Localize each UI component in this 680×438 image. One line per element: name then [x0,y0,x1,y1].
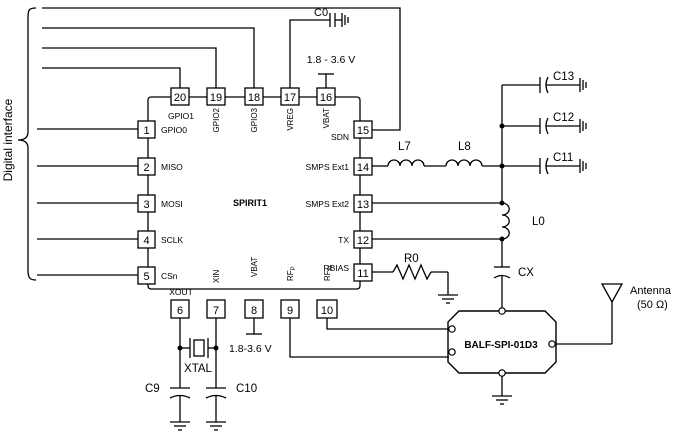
pin-14: 14 SMPS Ext1 [306,157,373,176]
vbat-top-supply [318,73,334,88]
svg-text:5: 5 [143,271,149,283]
svg-text:4: 4 [143,235,149,247]
svg-text:18: 18 [248,92,260,104]
svg-text:VREG: VREG [286,108,295,131]
svg-text:GPIO2: GPIO2 [212,107,221,132]
svg-text:3: 3 [143,199,149,211]
balun-label: BALF-SPI-01D3 [464,340,538,351]
xtal-label: XTAL [184,363,213,375]
svg-text:14: 14 [357,162,369,174]
svg-text:RFP: RFP [286,266,297,281]
crystal-xtal [177,318,219,388]
svg-text:15: 15 [357,125,369,137]
svg-text:RBIAS: RBIAS [323,263,349,273]
pin-1: 1 GPIO0 [137,120,187,139]
svg-text:XIN: XIN [212,269,221,283]
resistor-r0 [372,263,458,304]
r0-label: R0 [404,253,419,265]
digital-bus-wires [37,7,401,276]
svg-text:SDN: SDN [331,132,349,142]
svg-text:16: 16 [320,92,332,104]
pin-17: 17 VREG [280,87,300,131]
svg-text:VBAT: VBAT [250,257,259,277]
c10-label: C10 [236,383,257,395]
c13-label: C13 [553,71,574,83]
svg-text:8: 8 [251,305,257,317]
digital-interface-label: Digital interface [1,98,15,181]
digital-interface-bracket [17,7,37,281]
svg-text:10: 10 [321,305,333,317]
svg-text:17: 17 [284,92,296,104]
pin-8: 8 VBAT [244,257,264,319]
capacitor-c10 [205,387,227,431]
chip-name: SPIRIT1 [233,198,267,208]
c12-label: C12 [553,112,574,124]
svg-text:TX: TX [338,235,349,245]
pin-11: 11 RBIAS [323,263,373,282]
vreg-c0-network [289,13,349,88]
svg-text:11: 11 [357,268,368,280]
svg-text:6: 6 [177,305,183,317]
svg-text:9: 9 [287,305,293,317]
c11-label: C11 [553,152,573,164]
pin-19: 19 GPIO2 [206,87,226,132]
pin-5: 5 CSn [137,266,178,285]
svg-text:GPIO0: GPIO0 [161,125,187,135]
svg-text:19: 19 [210,92,222,104]
svg-text:SCLK: SCLK [161,235,184,245]
svg-text:13: 13 [357,199,369,211]
pin-13: 13 SMPS Ext2 [306,194,373,213]
antenna-label: Antenna [630,285,672,297]
svg-text:CSn: CSn [161,271,178,281]
balun-block [447,307,557,405]
capacitor-cx [493,239,511,310]
inductor-l7 [372,159,425,167]
svg-text:MOSI: MOSI [161,199,183,209]
svg-text:GPIO1: GPIO1 [168,111,194,121]
pin-2: 2 MISO [137,157,183,176]
svg-text:GPIO3: GPIO3 [250,107,259,132]
svg-text:20: 20 [174,92,186,104]
pin-16: 16 VBAT [316,87,336,128]
antenna-icon [555,283,624,345]
capacitor-c9 [169,387,191,431]
pin-4: 4 SCLK [137,230,184,249]
pin-6: 6 XOUT [169,287,193,319]
pin-18: 18 GPIO3 [244,87,264,132]
antenna-impedance: (50 Ω) [637,299,668,311]
svg-text:7: 7 [213,305,219,317]
supply-bottom-label: 1.8-3.6 V [229,343,272,355]
rf-wires [289,318,449,358]
inductor-l0 [372,202,510,242]
cx-label: CX [518,267,534,279]
vbat-bottom-supply [246,318,262,335]
l0-label: L0 [532,216,545,228]
decoupling-caps [499,76,587,206]
svg-text:2: 2 [143,162,149,174]
svg-text:RFN: RFN [323,266,334,281]
c9-label: C9 [145,383,160,395]
supply-top-label: 1.8 - 3.6 V [307,54,355,66]
svg-text:SMPS Ext1: SMPS Ext1 [306,162,350,172]
svg-text:SMPS Ext2: SMPS Ext2 [306,199,350,209]
svg-text:XOUT: XOUT [169,287,193,297]
svg-text:12: 12 [357,235,369,247]
pin-20: 20 GPIO1 [168,87,194,121]
c0-label: C0 [314,7,328,19]
inductor-l8 [424,159,500,167]
pin-15: 15 SDN [331,120,373,142]
pin-7: 7 XIN [206,269,226,319]
svg-text:MISO: MISO [161,162,183,172]
l7-label: L7 [398,141,411,153]
l8-label: L8 [458,141,471,153]
svg-text:1: 1 [143,125,149,137]
pin-3: 3 MOSI [137,194,183,213]
svg-text:VBAT: VBAT [322,108,331,128]
